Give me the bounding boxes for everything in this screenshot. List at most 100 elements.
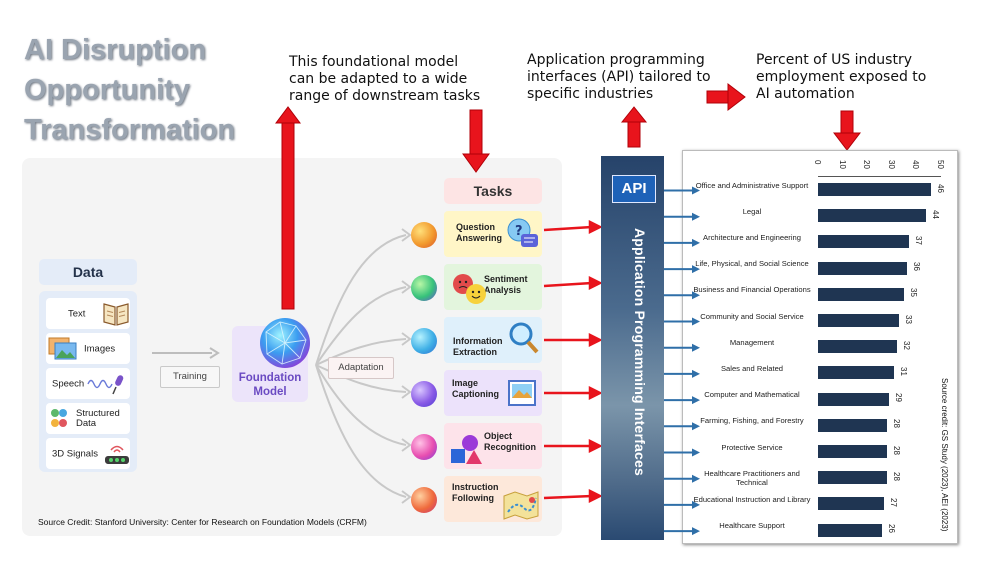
category-label: Educational Instruction and Library [693, 494, 811, 504]
category-label: Healthcare Support [719, 521, 785, 531]
down-arrow-tasks [462, 109, 490, 173]
industry-arrowhead [692, 212, 700, 221]
data-item-label: Images [84, 343, 116, 354]
data-label: 37 [914, 235, 924, 245]
data-label: 46 [936, 183, 946, 193]
api-vertical-label: Application Programming Interfaces [632, 228, 648, 476]
api-column [601, 156, 664, 540]
training-arrow [152, 347, 220, 359]
bar [818, 183, 932, 196]
data-label: 35 [909, 288, 919, 298]
industry-arrowhead [692, 396, 700, 405]
emoji-faces-icon [453, 274, 486, 304]
task-label: Object Recognition [484, 431, 536, 452]
industry-arrowhead [692, 369, 700, 378]
industry-arrowhead [692, 343, 700, 352]
note-line: employment exposed to [756, 69, 927, 85]
task-image-captioning: Image Captioning [444, 370, 542, 416]
industry-arrowhead [692, 238, 700, 247]
title-line: AI Disruption [24, 34, 207, 66]
data-item-speech: Speech [46, 368, 130, 399]
api-note: Application programming interfaces (API)… [527, 52, 711, 103]
title-line: Transformation [24, 114, 236, 146]
adaptation-label: Adaptation [328, 357, 394, 379]
crfm-source-credit: Source Credit: Stanford University: Cent… [38, 517, 367, 527]
industry-arrowhead [692, 186, 700, 195]
data-label: 33 [904, 314, 914, 324]
data-item-label: Text [68, 308, 86, 319]
task-object-recognition: Object Recognition [444, 423, 542, 469]
industry-arrowhead [692, 500, 700, 509]
foundation-model-label: Foundation Model [238, 372, 302, 398]
data-item-3d-signals: 3D Signals [46, 438, 130, 469]
bar [818, 497, 885, 511]
book-icon [103, 303, 129, 326]
category-label: Healthcare Practitioners and Technical [704, 468, 800, 487]
map-icon [503, 491, 539, 520]
bar [818, 287, 905, 301]
category-label: Business and Financial Operations [693, 285, 811, 295]
data-label: 26 [886, 524, 896, 533]
task-to-api-arrows [543, 219, 603, 504]
data-item-text: Text [46, 298, 130, 329]
data-label: 31 [899, 366, 909, 376]
data-label: 32 [901, 340, 911, 350]
industry-arrowhead [692, 265, 700, 274]
exposure-source-credit: Source credit: GS Study (2023), AEI (202… [940, 378, 949, 532]
industry-arrowhead [692, 474, 700, 483]
down-arrow-exposure [832, 110, 862, 151]
data-label: 44 [931, 209, 941, 219]
note-line: Application programming [527, 52, 705, 68]
task-label: Sentiment Analysis [484, 274, 528, 295]
industry-arrowhead [692, 317, 700, 326]
data-label: 28 [891, 419, 901, 429]
task-orb-icon [411, 275, 437, 301]
note-line: can be adapted to a wide [289, 71, 468, 87]
adaptation-arrows [315, 228, 412, 504]
note-line: specific industries [527, 86, 654, 102]
database-icon [51, 409, 67, 427]
note-line: Percent of US industry [756, 52, 913, 68]
note-line: This foundational model [289, 54, 459, 70]
bar [818, 523, 882, 537]
bar [818, 445, 887, 458]
data-heading: Data [39, 259, 137, 285]
axis-tick-label: 30 [886, 160, 896, 169]
microphone-icon [87, 375, 124, 395]
task-orb-icon [411, 222, 437, 248]
training-label: Training [160, 366, 220, 388]
axis-tick-label: 50 [936, 160, 945, 169]
foundation-model-icon [260, 318, 310, 368]
task-label: Instruction Following [452, 482, 499, 503]
bar [818, 314, 900, 327]
shapes-icon [451, 435, 482, 464]
category-label: Computer and Mathematical [704, 390, 800, 400]
svg-text:?: ? [515, 224, 523, 239]
data-label: 28 [891, 471, 901, 481]
bar [818, 340, 897, 354]
x-axis-line [818, 176, 941, 177]
industry-arrowhead [692, 291, 700, 300]
exposure-note: Percent of US industry employment expose… [756, 52, 926, 103]
title-line: Opportunity [24, 74, 190, 106]
bar [818, 471, 887, 485]
data-item-label: 3D Signals [52, 448, 98, 459]
category-label: Architecture and Engineering [703, 232, 801, 242]
magnifier-icon [509, 322, 539, 354]
task-label: Question Answering [456, 222, 503, 243]
chat-bubbles-icon: ? [507, 218, 538, 247]
note-line: interfaces (API) tailored to [527, 69, 711, 85]
data-label: 36 [911, 262, 921, 271]
category-label: Management [729, 337, 775, 347]
category-label: Office and Administrative Support [695, 180, 809, 190]
task-label: Image Captioning [452, 378, 499, 399]
task-instruction-following: Instruction Following [444, 476, 542, 522]
task-orb-icon [411, 381, 437, 407]
note-line: range of downstream tasks [289, 88, 481, 104]
task-orb-icon [411, 487, 437, 513]
category-label: Community and Social Service [700, 311, 804, 321]
category-label: Sales and Related [720, 363, 784, 373]
task-sentiment-analysis: Sentiment Analysis [444, 264, 542, 310]
tasks-heading: Tasks [444, 178, 542, 204]
